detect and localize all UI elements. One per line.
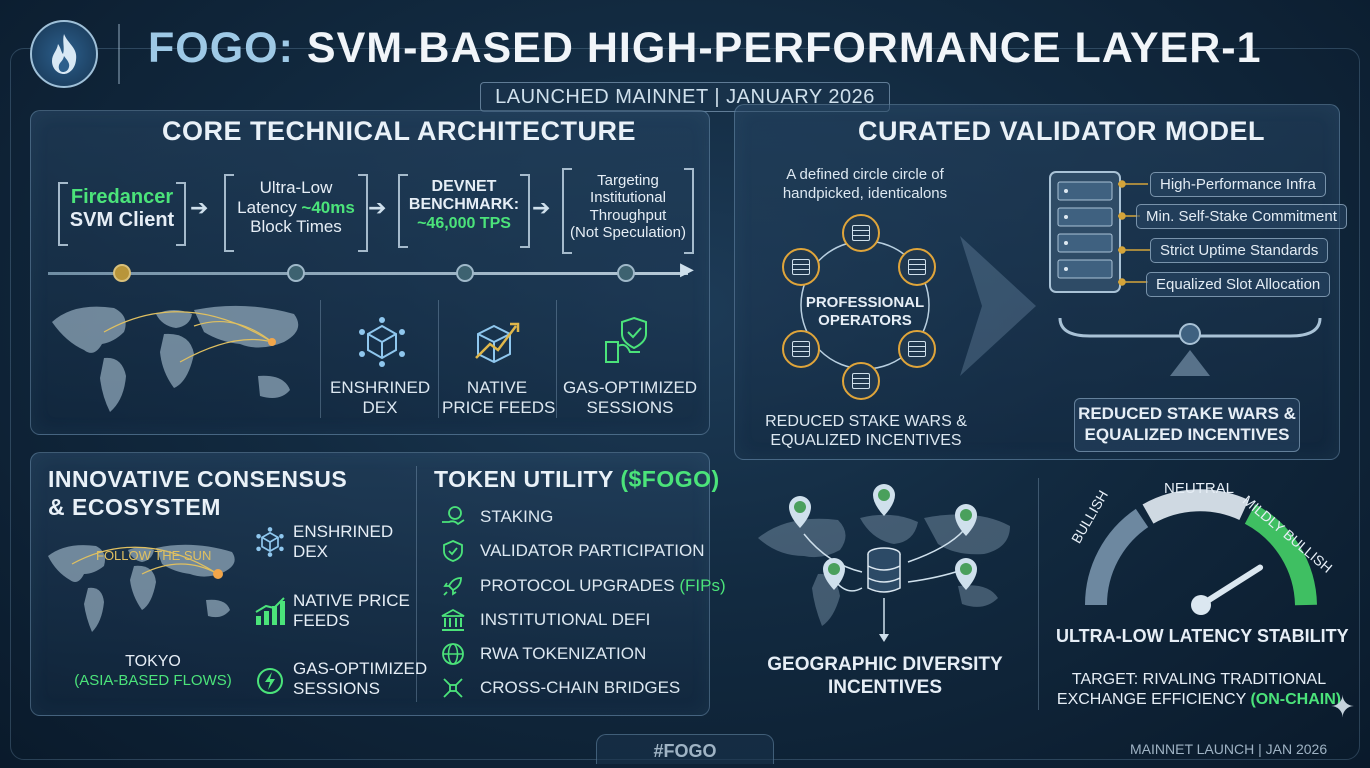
world-map-core — [52, 305, 299, 412]
title-brand: FOGO: — [148, 24, 294, 72]
step-firedancer: Firedancer SVM Client — [58, 182, 186, 246]
operator-node — [782, 330, 820, 368]
fogo-logo — [30, 20, 98, 88]
token-item-staking: STAKING — [438, 506, 553, 528]
core-title: CORE TECHNICAL ARCHITECTURE — [162, 116, 637, 146]
step-targeting: Targeting Institutional Throughput (Not … — [562, 168, 694, 254]
req-uptime: Strict Uptime Standards — [1150, 238, 1329, 263]
validator-result: REDUCED STAKE WARS & EQUALIZED INCENTIVE… — [1074, 398, 1300, 452]
tokyo-label: TOKYO (ASIA-BASED FLOWS) — [74, 653, 232, 689]
gauge-target: TARGET: RIVALING TRADITIONAL EXCHANGE EF… — [1056, 671, 1342, 708]
arrow-right-icon: ➔ — [190, 196, 209, 221]
server-icon — [852, 373, 870, 389]
follow-the-sun-label: FOLLOW THE SUN — [96, 548, 212, 563]
req-self-stake: Min. Self-Stake Commitment — [1136, 204, 1347, 229]
footer-tab: #FOGO — [596, 734, 774, 764]
page-title: FOGO: SVM-BASED HIGH-PERFORMANCE LAYER-1 — [148, 24, 1262, 73]
rocket-icon — [438, 575, 468, 597]
timeline-node — [617, 264, 635, 282]
connector-lines — [1118, 180, 1150, 286]
bar-chart-icon — [255, 597, 285, 625]
footer-hashtag: #FOGO — [653, 741, 717, 761]
price-cube-icon — [475, 322, 520, 364]
token-item-defi: INSTITUTIONAL DEFI — [438, 608, 650, 631]
header-divider — [118, 24, 120, 84]
feature-gas-optimized-sessions: GAS-OPTIMIZED SESSIONS — [562, 378, 698, 418]
operator-node — [842, 214, 880, 252]
server-rack-icon — [1049, 171, 1121, 293]
token-item-validator: VALIDATOR PARTICIPATION — [438, 540, 705, 562]
scale-balance-icon — [1058, 317, 1322, 376]
launch-subtitle: LAUNCHED MAINNET | JANUARY 2026 — [495, 86, 875, 108]
token-item-rwa: RWA TOKENIZATION — [438, 643, 646, 665]
world-map-consensus — [48, 544, 235, 632]
timeline-arrow-icon: ▶ — [680, 259, 694, 280]
cube-network-icon — [359, 317, 405, 367]
token-title: TOKEN UTILITY ($FOGO) — [434, 466, 720, 492]
validator-bottom-text: REDUCED STAKE WARS & EQUALIZED INCENTIVE… — [765, 413, 967, 450]
feature-enshrined-dex: ENSHRINED DEX — [330, 378, 431, 418]
gauge-label-neutral: NEUTRAL — [1164, 480, 1235, 497]
divider — [416, 466, 417, 702]
arrow-right-icon: ➔ — [368, 196, 387, 221]
req-high-performance: High-Performance Infra — [1150, 172, 1326, 197]
geo-title: GEOGRAPHIC DIVERSITY INCENTIVES — [767, 654, 1003, 698]
token-item-bridges: CROSS-CHAIN BRIDGES — [438, 677, 680, 699]
feature-native-price-feeds: NATIVE PRICE FEEDS — [442, 378, 556, 418]
gauge-needle-line — [1198, 564, 1264, 608]
cube-network-icon — [256, 527, 284, 557]
title-rest: SVM-BASED HIGH-PERFORMANCE LAYER-1 — [306, 24, 1262, 72]
validator-caption: A defined circle circle of handpicked, i… — [782, 166, 948, 202]
step-benchmark: DEVNET BENCHMARK: ~46,000 TPS — [398, 174, 530, 248]
consensus-feature-price: NATIVE PRICE FEEDS — [293, 591, 410, 631]
chevron-right-icon — [960, 236, 1036, 376]
timeline-node — [287, 264, 305, 282]
sparkle-icon: ✦ — [1330, 690, 1356, 725]
req-slot-allocation: Equalized Slot Allocation — [1146, 272, 1331, 297]
operator-node — [898, 330, 936, 368]
divider — [556, 300, 557, 418]
footer-launch: MAINNET LAUNCH | JAN 2026 — [1130, 741, 1328, 757]
operator-node — [842, 362, 880, 400]
coin-hand-icon — [438, 506, 468, 528]
flame-icon — [52, 34, 77, 74]
divider — [1038, 478, 1039, 710]
step-latency: Ultra-Low Latency ~40ms Block Times — [224, 174, 368, 252]
latency-gauge — [1084, 489, 1317, 615]
bridge-icon — [438, 677, 468, 699]
timeline-line — [48, 272, 688, 275]
gauge-needle — [1191, 564, 1264, 615]
hand-shield-icon — [605, 316, 647, 363]
server-icon — [792, 341, 810, 357]
operator-node — [782, 248, 820, 286]
timeline-node — [113, 264, 131, 282]
divider — [438, 300, 439, 418]
server-icon — [908, 341, 926, 357]
arrow-right-icon: ➔ — [532, 196, 551, 221]
consensus-title: INNOVATIVE CONSENSUS & ECOSYSTEM — [48, 466, 348, 520]
timer-bolt-icon — [257, 668, 283, 694]
server-icon — [908, 259, 926, 275]
consensus-feature-dex: ENSHRINED DEX — [293, 522, 394, 562]
gauge-hub — [1191, 595, 1211, 615]
timeline-node — [456, 264, 474, 282]
token-item-upgrades: PROTOCOL UPGRADES (FIPs) — [438, 575, 726, 597]
professional-operators: PROFESSIONAL OPERATORS — [805, 294, 925, 329]
server-icon — [852, 225, 870, 241]
geo-network-map — [758, 484, 1010, 642]
consensus-feature-sessions: GAS-OPTIMIZED SESSIONS — [293, 659, 428, 699]
globe-icon — [438, 643, 468, 665]
validator-title: CURATED VALIDATOR MODEL — [858, 116, 1265, 146]
gauge-title: ULTRA-LOW LATENCY STABILITY — [1056, 626, 1349, 646]
operator-node — [898, 248, 936, 286]
shield-check-icon — [438, 540, 468, 562]
server-icon — [792, 259, 810, 275]
divider — [320, 300, 321, 418]
bank-icon — [438, 608, 468, 631]
